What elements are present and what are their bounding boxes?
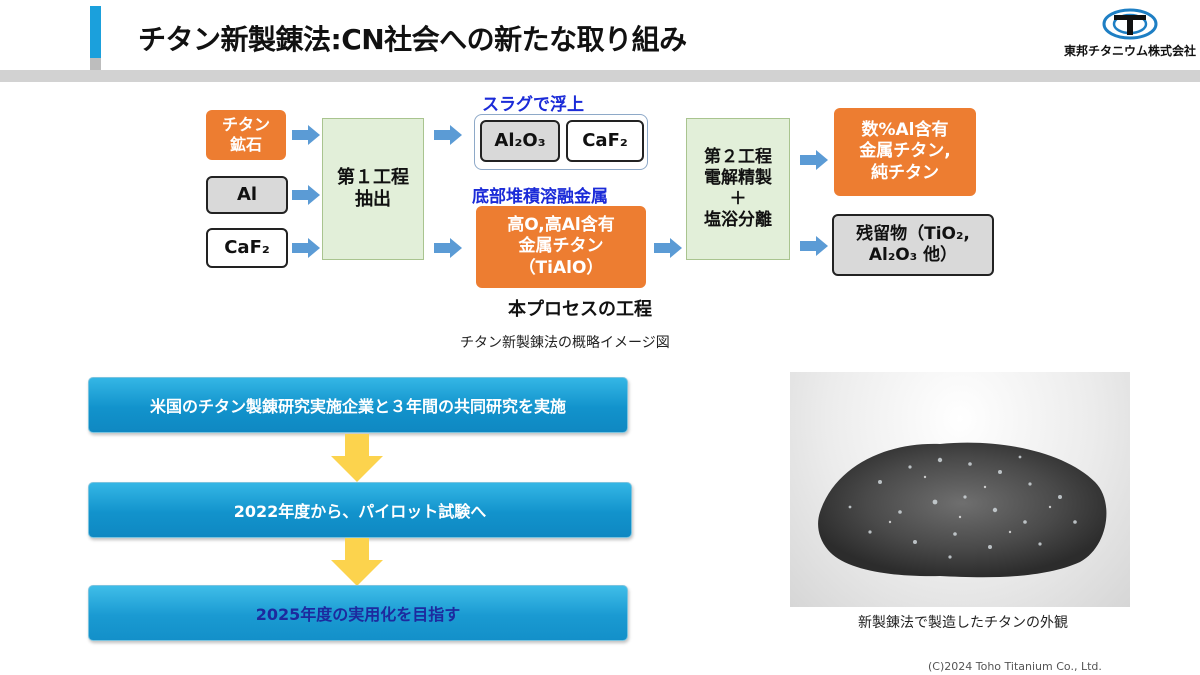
al-input-box: Al bbox=[206, 176, 288, 214]
step2-plus: ＋ bbox=[729, 189, 747, 209]
caf2-slag-label: CaF₂ bbox=[582, 129, 628, 151]
step1-extraction-box: 第１工程 抽出 bbox=[322, 118, 424, 260]
ore-label-line2: 鉱石 bbox=[229, 135, 262, 154]
caf2-slag-box: CaF₂ bbox=[566, 120, 644, 162]
arrow-right-icon bbox=[434, 125, 462, 145]
arrow-down-icon bbox=[331, 434, 383, 482]
titanium-product-photo bbox=[790, 372, 1130, 607]
process-label: 本プロセスの工程 bbox=[508, 299, 652, 320]
ore-label-line1: チタン bbox=[221, 115, 270, 134]
titanium-output-box: 数%Al含有 金属チタン, 純チタン bbox=[834, 108, 976, 196]
arrow-right-icon bbox=[800, 150, 828, 170]
metal-line1: 高O,高Al含有 bbox=[507, 215, 615, 236]
arrow-down-icon bbox=[331, 538, 383, 586]
output-line3: 純チタン bbox=[871, 162, 939, 183]
titanium-ore-box: チタン 鉱石 bbox=[206, 110, 286, 160]
diagram-caption: チタン新製錬法の概略イメージ図 bbox=[460, 335, 670, 351]
title-accent-bar-lower bbox=[90, 58, 101, 70]
bottom-metal-label: 底部堆積溶融金属 bbox=[472, 187, 608, 207]
metal-line3: （TiAlO） bbox=[518, 257, 604, 278]
header-divider bbox=[0, 70, 1200, 82]
residue-line2: Al₂O₃ 他） bbox=[868, 245, 958, 265]
slag-label: スラグで浮上 bbox=[482, 95, 584, 115]
arrow-right-icon bbox=[292, 125, 320, 145]
step1-subtitle: 抽出 bbox=[355, 189, 391, 210]
slide-title: チタン新製錬法:CN社会への新たな取り組み bbox=[138, 23, 687, 56]
step2-electrolysis-box: 第２工程 電解精製 ＋ 塩浴分離 bbox=[686, 118, 790, 260]
title-accent-bar bbox=[90, 6, 101, 58]
flow-step-pilot-test: 2022年度から、パイロット試験へ bbox=[88, 482, 632, 538]
step2-line4: 塩浴分離 bbox=[704, 210, 772, 231]
output-line1: 数%Al含有 bbox=[861, 120, 949, 141]
metal-line2: 金属チタン bbox=[518, 236, 604, 257]
step1-title: 第１工程 bbox=[337, 166, 409, 188]
step2-title: 第２工程 bbox=[704, 146, 772, 167]
slag-group-frame bbox=[474, 114, 648, 170]
arrow-right-icon bbox=[292, 185, 320, 205]
company-logo: 東邦チタニウム株式会社 bbox=[1064, 8, 1197, 60]
arrow-right-icon bbox=[654, 238, 682, 258]
flow-step-joint-research: 米国のチタン製錬研究実施企業と３年間の共同研究を実施 bbox=[88, 377, 628, 433]
flow-step-commercialization: 2025年度の実用化を目指す bbox=[88, 585, 628, 641]
arrow-right-icon bbox=[292, 238, 320, 258]
residue-line1: 残留物（TiO₂, bbox=[856, 223, 970, 244]
arrow-right-icon bbox=[434, 238, 462, 258]
caf2-input-box: CaF₂ bbox=[206, 228, 288, 268]
al2o3-label: Al₂O₃ bbox=[494, 129, 546, 151]
al2o3-slag-box: Al₂O₃ bbox=[480, 120, 560, 162]
al-label: Al bbox=[236, 183, 258, 205]
arrow-right-icon bbox=[800, 236, 828, 256]
toho-logo-icon bbox=[1102, 8, 1158, 40]
caf2-label: CaF₂ bbox=[224, 236, 270, 258]
company-name: 東邦チタニウム株式会社 bbox=[1064, 44, 1197, 58]
step2-line2: 電解精製 bbox=[704, 167, 772, 188]
copyright-notice: (C)2024 Toho Titanium Co., Ltd. bbox=[928, 660, 1102, 673]
residue-box: 残留物（TiO₂, Al₂O₃ 他） bbox=[832, 214, 994, 276]
photo-caption: 新製錬法で製造したチタンの外観 bbox=[858, 615, 1068, 631]
titanium-crystal-pile-image bbox=[818, 442, 1107, 578]
output-line2: 金属チタン, bbox=[859, 141, 951, 162]
molten-metal-box: 高O,高Al含有 金属チタン （TiAlO） bbox=[476, 206, 646, 288]
